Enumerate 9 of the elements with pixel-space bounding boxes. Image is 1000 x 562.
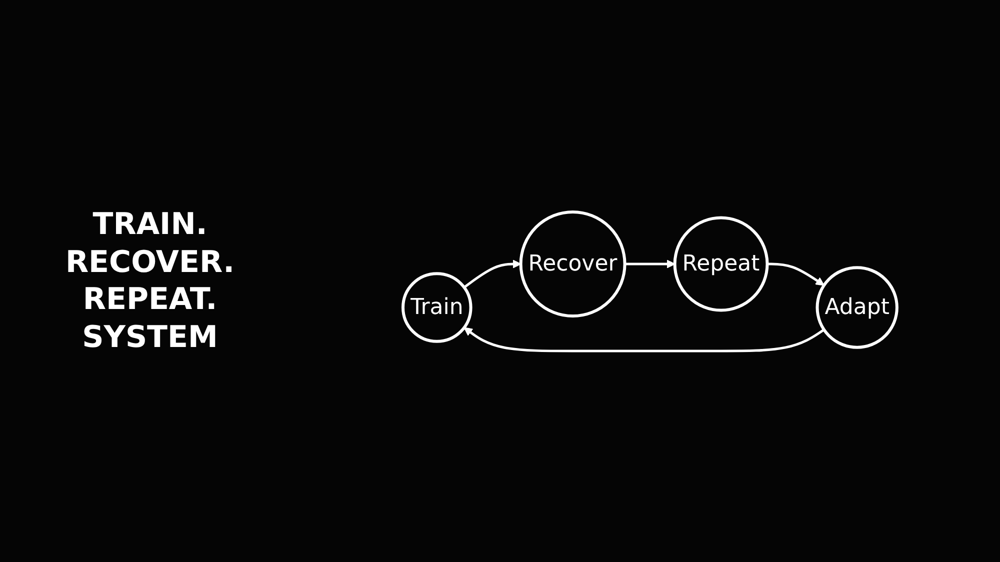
node-circle: Adapt bbox=[816, 266, 898, 348]
title: TRAIN. RECOVER. REPEAT. SYSTEM bbox=[64, 206, 236, 356]
node-circle: Repeat bbox=[673, 216, 769, 312]
arrow bbox=[767, 262, 824, 286]
arrow bbox=[463, 259, 522, 288]
node-circle: Train bbox=[402, 272, 472, 342]
node-circle: Recover bbox=[519, 210, 626, 317]
arrow bbox=[464, 326, 825, 352]
arrow bbox=[624, 259, 676, 268]
